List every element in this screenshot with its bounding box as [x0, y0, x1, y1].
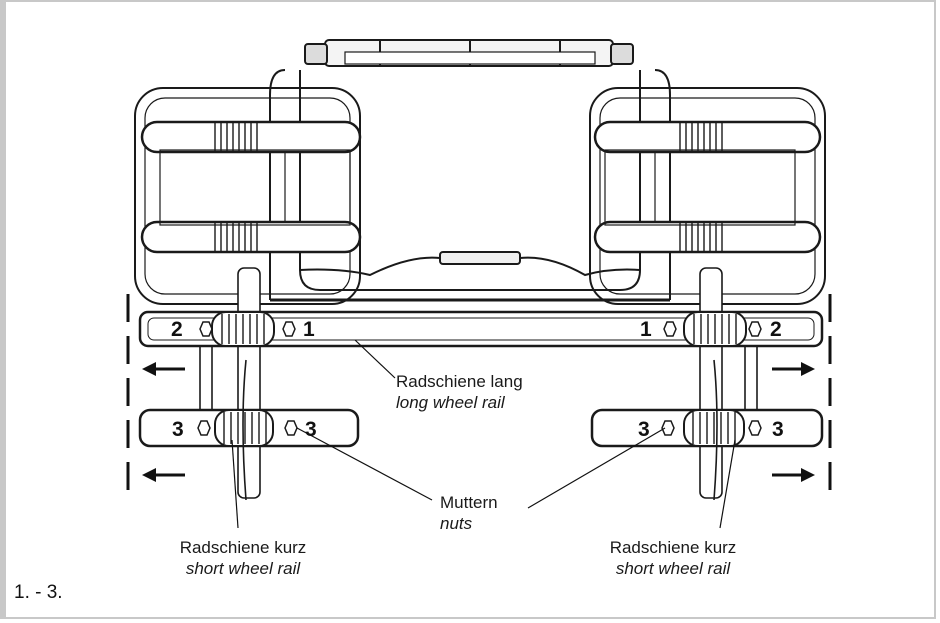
dashed-guides — [126, 294, 832, 500]
top-handle — [304, 39, 634, 67]
left-seat-cage — [134, 87, 362, 305]
label-short-rail-left-en: short wheel rail — [185, 559, 301, 578]
label-short-wheel-rail-right: Radschiene kurz short wheel rail — [598, 537, 748, 579]
label-short-rail-left-de: Radschiene kurz — [179, 538, 307, 557]
number-1-left: 1 — [303, 318, 315, 341]
label-nuts: Muttern nuts — [440, 492, 498, 534]
number-3-left-outer: 3 — [172, 418, 184, 441]
label-short-wheel-rail-left: Radschiene kurz short wheel rail — [168, 537, 318, 579]
number-2-left: 2 — [171, 318, 183, 341]
long-wheel-rail — [138, 310, 824, 348]
label-long-rail-de: Radschiene lang — [396, 372, 523, 391]
label-short-rail-right-en: short wheel rail — [615, 559, 731, 578]
label-short-rail-right-de: Radschiene kurz — [609, 538, 737, 557]
number-2-right: 2 — [770, 318, 782, 341]
center-frame — [269, 69, 671, 302]
label-nuts-de: Muttern — [440, 493, 498, 512]
short-wheel-rail-right — [590, 408, 824, 448]
step-label: 1. - 3. — [14, 582, 63, 603]
label-nuts-en: nuts — [440, 514, 473, 533]
direction-arrows — [142, 362, 815, 482]
number-3-right-inner: 3 — [638, 418, 650, 441]
number-3-right-outer: 3 — [772, 418, 784, 441]
label-long-rail-en: long wheel rail — [396, 393, 505, 412]
leader-lines — [231, 339, 736, 529]
number-3-left-inner: 3 — [305, 418, 317, 441]
number-1-right: 1 — [640, 318, 652, 341]
label-long-wheel-rail: Radschiene lang long wheel rail — [396, 371, 523, 413]
